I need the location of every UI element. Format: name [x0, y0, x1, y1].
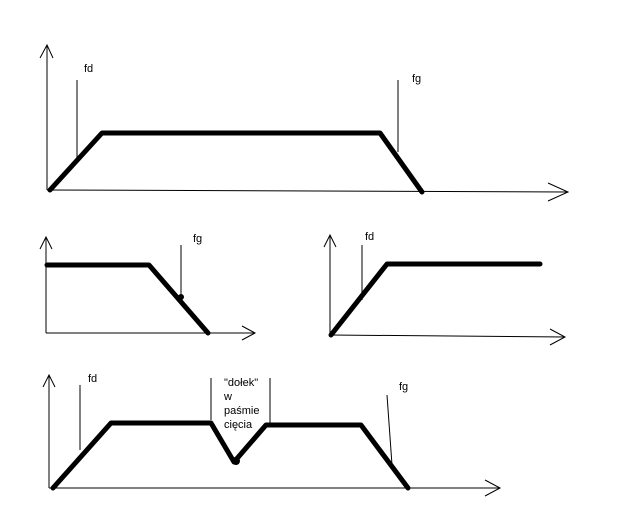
- y-axis: [323, 233, 337, 335]
- y-axis: [42, 373, 56, 488]
- notch-annotation-line-1: "dołek": [224, 377, 258, 389]
- highpass-diagram: fd: [323, 231, 567, 346]
- bandpass-diagram: fd fg: [39, 43, 570, 202]
- x-axis: [329, 328, 567, 346]
- notch-point: [232, 457, 240, 465]
- y-axis: [39, 235, 53, 333]
- x-axis: [46, 325, 257, 341]
- y-axis: [39, 43, 54, 190]
- notch-diagram: fd fg "dołek" w paśmie cięcia: [42, 373, 502, 497]
- response-curve: [44, 262, 211, 336]
- fg-label: fg: [399, 381, 408, 393]
- notch-annotation-line-3: paśmie: [224, 405, 259, 417]
- response-curve: [328, 261, 543, 338]
- fg-label: fg: [193, 233, 202, 245]
- fd-label: fd: [88, 373, 97, 385]
- fd-label: fd: [365, 231, 374, 243]
- fd-label: fd: [84, 63, 93, 75]
- response-curve: [50, 420, 411, 491]
- notch-annotation-line-2: w: [223, 391, 232, 403]
- cutoff-point: [178, 294, 184, 300]
- fg-label: fg: [412, 73, 421, 85]
- x-axis: [46, 182, 570, 202]
- response-curve: [47, 130, 425, 195]
- x-axis: [49, 479, 502, 497]
- notch-annotation-line-4: cięcia: [224, 419, 253, 431]
- fg-marker: [386, 394, 393, 466]
- lowpass-diagram: fg: [39, 233, 257, 341]
